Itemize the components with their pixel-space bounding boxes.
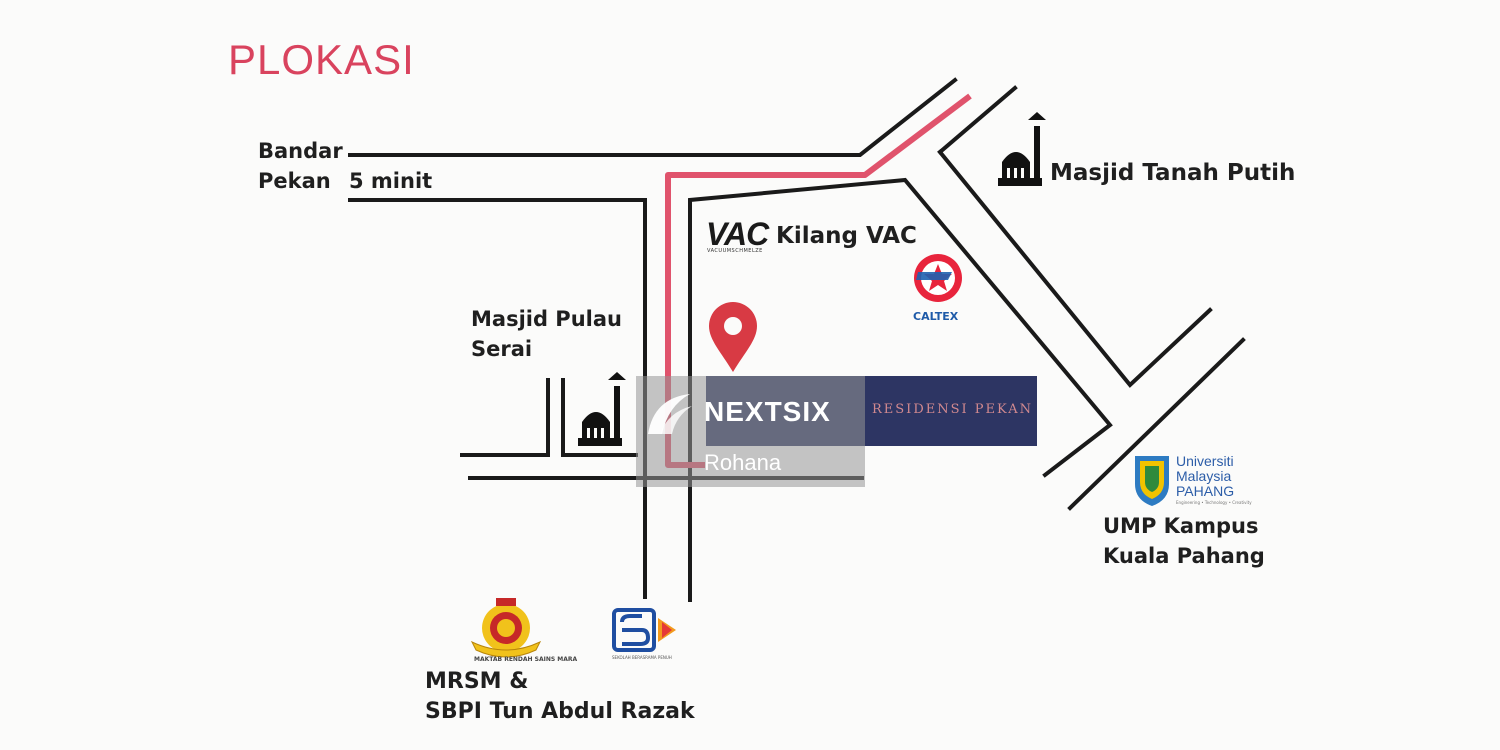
caltex-star-icon xyxy=(914,254,962,302)
label-mrsm-line2: SBPI Tun Abdul Razak xyxy=(425,699,695,724)
ump-logo-tagline: Engineering • Technology • Creativity xyxy=(1176,500,1252,505)
mosque-icon xyxy=(998,112,1046,186)
nextsix-watermark-brand: NEXTSIX xyxy=(704,396,831,427)
ump-logo-text: Universiti Malaysia PAHANG xyxy=(1176,454,1234,499)
vac-logo-subtext: VACUUMSCHMELZE xyxy=(707,248,763,254)
label-masjid-tanah-putih: Masjid Tanah Putih xyxy=(1050,160,1296,186)
mosque-icon xyxy=(578,372,626,446)
location-pin-icon xyxy=(709,302,757,372)
sbp-logo-text: SEKOLAH BERASRAMA PENUH xyxy=(612,655,672,660)
road-northeast-upper xyxy=(937,85,1018,155)
residensi-banner-text: RESIDENSI PEKAN xyxy=(872,402,1033,417)
road-top-lower xyxy=(348,198,647,599)
road-northeast-main xyxy=(937,149,1213,388)
vac-logo: VAC xyxy=(706,216,769,252)
road-center-right xyxy=(688,177,1113,602)
sbp-logo-icon xyxy=(612,608,676,652)
mrsm-crest-icon xyxy=(470,598,542,658)
road-ump xyxy=(1067,337,1246,511)
label-travel-time: 5 minit xyxy=(349,169,433,193)
nextsix-watermark-subtitle: Rohana xyxy=(704,450,782,475)
label-bandar-line1: Bandar xyxy=(258,139,343,163)
road-top-upper xyxy=(348,77,958,157)
ump-logo-line1: Universiti xyxy=(1176,453,1234,469)
ump-logo-line2: Malaysia xyxy=(1176,468,1232,484)
label-bandar-line2: Pekan xyxy=(258,169,331,193)
mrsm-logo-text: MAKTAB RENDAH SAINS MARA xyxy=(474,656,578,663)
ump-logo-line3: PAHANG xyxy=(1176,483,1235,499)
watermark-overlay xyxy=(636,376,865,487)
label-ump-line2: Kuala Pahang xyxy=(1103,544,1265,568)
page-title: PLOKASI xyxy=(228,36,415,83)
ump-shield-icon xyxy=(1135,456,1169,506)
label-masjid-pulau-line1: Masjid Pulau xyxy=(471,307,622,331)
label-kilang-vac: Kilang VAC xyxy=(776,223,917,249)
road-west-upper xyxy=(460,378,550,457)
label-masjid-pulau-line2: Serai xyxy=(471,337,533,361)
label-ump-line1: UMP Kampus xyxy=(1103,514,1259,538)
label-mrsm-line1: MRSM & xyxy=(425,669,529,694)
caltex-logo-text: CALTEX xyxy=(913,310,959,323)
nextsix-logo-icon xyxy=(648,394,692,434)
